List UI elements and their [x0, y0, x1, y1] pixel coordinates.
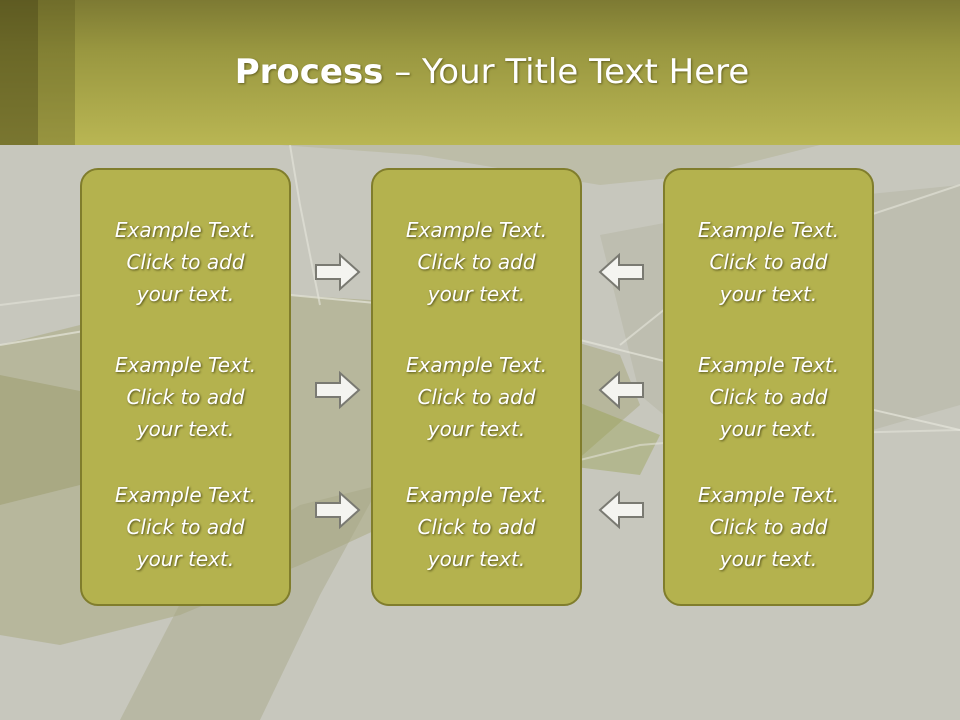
entry-line: Click to add [126, 250, 245, 274]
entry-line: Example Text. [114, 353, 257, 377]
process-box-2[interactable]: Example Text. Click to add your text. Ex… [371, 168, 582, 606]
entry-line: your text. [427, 417, 526, 441]
text-entry[interactable]: Example Text. Click to add your text. [665, 214, 872, 310]
entry-line: Example Text. [114, 218, 257, 242]
left-arrow-icon [598, 370, 644, 410]
entry-line: Click to add [709, 250, 828, 274]
right-arrow-icon [315, 490, 361, 530]
entry-line: your text. [719, 417, 818, 441]
right-arrow-icon [315, 252, 361, 292]
right-arrow-icon [315, 370, 361, 410]
text-entry[interactable]: Example Text. Click to add your text. [665, 349, 872, 445]
text-entry[interactable]: Example Text. Click to add your text. [82, 214, 289, 310]
text-entry[interactable]: Example Text. Click to add your text. [373, 479, 580, 575]
entry-line: your text. [719, 282, 818, 306]
text-entry[interactable]: Example Text. Click to add your text. [373, 214, 580, 310]
left-arrow-icon [598, 252, 644, 292]
header-stripe [38, 0, 75, 145]
entry-line: Example Text. [697, 483, 840, 507]
entry-line: Click to add [417, 515, 536, 539]
entry-line: your text. [427, 282, 526, 306]
entry-line: Example Text. [405, 218, 548, 242]
slide-title[interactable]: Process – Your Title Text Here [0, 52, 960, 92]
slide-header: Process – Your Title Text Here [0, 0, 960, 145]
entry-line: Example Text. [697, 353, 840, 377]
title-rest: – Your Title Text Here [383, 52, 750, 92]
text-entry[interactable]: Example Text. Click to add your text. [82, 479, 289, 575]
entry-line: Example Text. [697, 218, 840, 242]
entry-line: your text. [427, 547, 526, 571]
entry-line: Click to add [126, 515, 245, 539]
entry-line: your text. [136, 282, 235, 306]
entry-line: Example Text. [405, 483, 548, 507]
process-box-3[interactable]: Example Text. Click to add your text. Ex… [663, 168, 874, 606]
text-entry[interactable]: Example Text. Click to add your text. [665, 479, 872, 575]
entry-line: Click to add [417, 250, 536, 274]
entry-line: Example Text. [405, 353, 548, 377]
entry-line: your text. [136, 547, 235, 571]
entry-line: your text. [136, 417, 235, 441]
entry-line: Click to add [709, 515, 828, 539]
process-box-1[interactable]: Example Text. Click to add your text. Ex… [80, 168, 291, 606]
text-entry[interactable]: Example Text. Click to add your text. [373, 349, 580, 445]
title-bold: Process [234, 52, 384, 92]
entry-line: Click to add [417, 385, 536, 409]
entry-line: Example Text. [114, 483, 257, 507]
text-entry[interactable]: Example Text. Click to add your text. [82, 349, 289, 445]
entry-line: Click to add [709, 385, 828, 409]
header-stripe [0, 0, 38, 145]
entry-line: your text. [719, 547, 818, 571]
left-arrow-icon [598, 490, 644, 530]
entry-line: Click to add [126, 385, 245, 409]
